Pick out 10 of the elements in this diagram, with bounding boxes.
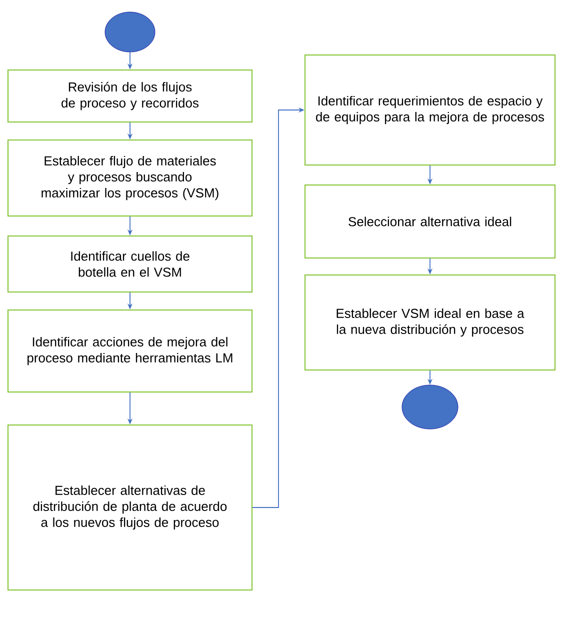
process-box: Establecer VSM ideal en base a la nueva distribución y procesos — [304, 274, 556, 370]
process-box: Identificar cuellos de botella en el VSM — [8, 236, 252, 292]
process-box: Seleccionar alternativa ideal — [304, 184, 556, 258]
process-box: Identificar acciones de mejora del proceso mediante herramientas LM — [8, 310, 252, 392]
process-box: Revisión de los flujos de proceso y recorridos — [8, 70, 252, 122]
process-box: Identificar requerimientos de espacio y de equipos para la mejora de procesos — [304, 54, 556, 166]
process-box: Establecer alternativas de distribución de planta de acuerdo a los nuevos flujos de proceso — [8, 424, 252, 590]
terminal-circle — [402, 384, 458, 430]
terminal-circle — [104, 12, 156, 52]
process-box: Establecer flujo de materiales y procesos buscando maximizar los procesos (VSM) — [8, 140, 252, 216]
